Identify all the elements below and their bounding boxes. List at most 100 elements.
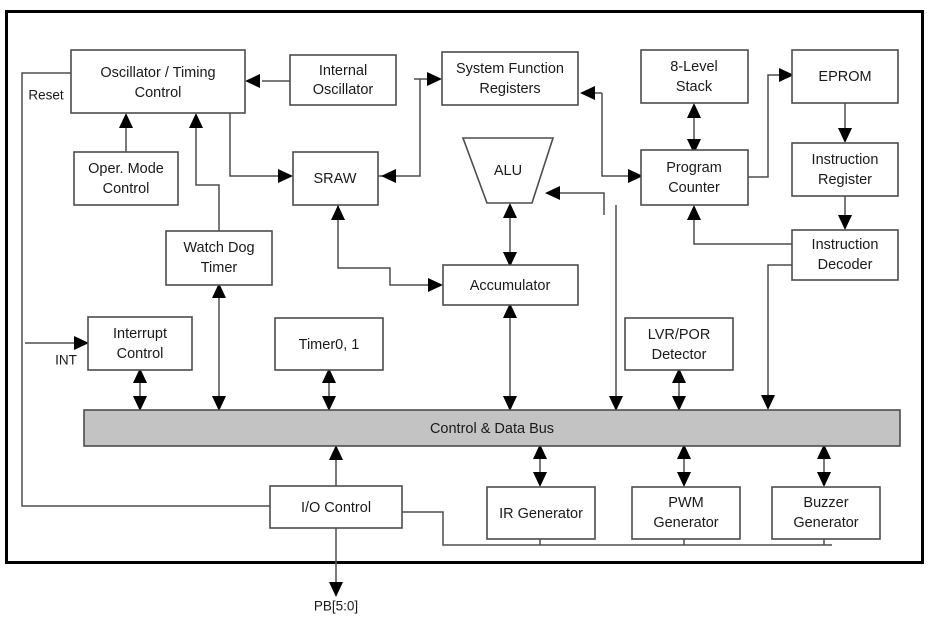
block-label-instruction-decoder-line1: Instruction (812, 237, 879, 253)
block-label-instruction-decoder-line2: Decoder (818, 257, 873, 273)
arrowhead-wdt-bus-up (212, 283, 226, 298)
block-label-interrupt-control-line2: Control (117, 346, 164, 362)
arrowhead-eprom-to-ir (838, 128, 852, 143)
block-eprom[interactable]: EPROM (791, 49, 899, 104)
arrowhead-pc-down (687, 139, 701, 154)
block-label-internal-oscillator-line1: Internal (319, 63, 367, 79)
wire-wdt-to-osc (195, 128, 220, 231)
arrowhead-timer-down (322, 396, 336, 411)
block-label-program-counter-line2: Counter (668, 180, 720, 196)
block-label-instruction-register-line1: Instruction (812, 152, 879, 168)
block-pwm-generator[interactable]: PWM Generator (631, 486, 741, 540)
arrowhead-id-to-pc (687, 205, 701, 220)
arrowhead-id-to-bus (761, 395, 775, 410)
arrowhead-buzzer-down (817, 472, 831, 487)
arrowhead-timer-up (322, 368, 336, 383)
block-instruction-register[interactable]: Instruction Register (791, 142, 899, 197)
wire-pc-feed (601, 93, 628, 177)
arrowhead-pc-to-eprom (779, 68, 794, 82)
block-lvr-por-detector[interactable]: LVR/POR Detector (624, 317, 734, 371)
arrowhead-ir-down (533, 472, 547, 487)
block-label-oper-mode-control-line1: Oper. Mode (88, 161, 164, 177)
wire-id-to-bus (767, 264, 792, 395)
block-label-io-control: I/O Control (301, 500, 371, 516)
signal-label-pb-port: PB[5:0] (314, 599, 358, 614)
arrowhead-pwm-down (677, 472, 691, 487)
arrowhead-lvr-up (672, 368, 686, 383)
block-oper-mode-control[interactable]: Oper. Mode Control (73, 151, 179, 206)
arrowhead-sfr-left-in (427, 72, 442, 86)
diagram-outer-frame (5, 10, 924, 564)
block-io-control[interactable]: I/O Control (269, 485, 403, 529)
block-internal-oscillator[interactable]: Internal Oscillator (289, 54, 397, 106)
block-ir-generator[interactable]: IR Generator (486, 486, 596, 540)
wire-layer (21, 66, 852, 597)
block-label-pwm-generator-line2: Generator (653, 515, 718, 531)
block-interrupt-control[interactable]: Interrupt Control (87, 316, 193, 371)
arrowhead-osc-to-sraw (278, 169, 293, 183)
arrowhead-pwm-up (677, 444, 691, 459)
wire-pc-to-eprom (748, 74, 779, 178)
arrowhead-to-accumulator (428, 278, 443, 292)
signal-label-reset: Reset (28, 88, 64, 103)
block-control-data-bus[interactable]: Control & Data Bus (83, 409, 901, 447)
block-label-program-counter-line1: Program (666, 160, 722, 176)
block-label-timer0-1: Timer0, 1 (299, 337, 360, 353)
block-timer0-1[interactable]: Timer0, 1 (274, 317, 384, 371)
wire-osc-to-sraw (229, 113, 278, 177)
arrowhead-alu-up (503, 203, 517, 218)
arrowhead-pc-to-sfr (580, 86, 595, 100)
block-oscillator-timing-control[interactable]: Oscillator / Timing Control (70, 49, 246, 114)
block-program-counter[interactable]: Program Counter (640, 149, 749, 206)
arrowhead-wdt-to-osc (189, 113, 203, 128)
block-buzzer-generator[interactable]: Buzzer Generator (771, 486, 881, 540)
wire-sraw-acc-a (337, 205, 428, 286)
block-label-system-function-registers-line1: System Function (456, 61, 564, 77)
block-label-alu: ALU (494, 163, 522, 179)
block-label-accumulator: Accumulator (470, 278, 551, 294)
arrowhead-io-to-pb (329, 582, 343, 597)
arrowhead-wdt-bus-down (212, 396, 226, 411)
arrowhead-acc-bus-down (503, 396, 517, 411)
arrowhead-pccol-bus (609, 396, 623, 411)
block-eight-level-stack[interactable]: 8-Level Stack (640, 49, 749, 104)
block-label-control-data-bus: Control & Data Bus (430, 421, 554, 437)
arrowhead-acc-down (503, 252, 517, 267)
block-label-buzzer-generator-line1: Buzzer (803, 495, 848, 511)
arrowhead-ir-to-id (838, 215, 852, 230)
arrowhead-opermode-to-osc (119, 113, 133, 128)
arrowhead-into-pc (628, 169, 643, 183)
block-system-function-registers[interactable]: System Function Registers (441, 51, 579, 106)
block-label-watch-dog-timer-line1: Watch Dog (183, 240, 254, 256)
block-label-sraw: SRAW (314, 171, 357, 187)
signal-label-int: INT (55, 353, 77, 368)
block-label-instruction-register-line2: Register (818, 172, 872, 188)
block-label-system-function-registers-line2: Registers (479, 81, 540, 97)
arrowhead-int (74, 336, 89, 350)
block-label-oscillator-timing-control-line1: Oscillator / Timing (100, 65, 215, 81)
block-alu[interactable]: ALU (461, 137, 555, 204)
block-label-internal-oscillator-line2: Oscillator (313, 82, 374, 98)
wire-id-to-pc (693, 217, 792, 245)
arrowhead-intosc-to-osc (245, 74, 260, 88)
block-label-pwm-generator-line1: PWM (668, 495, 703, 511)
block-accumulator[interactable]: Accumulator (442, 264, 579, 306)
arrowhead-intc-up (133, 368, 147, 383)
block-label-watch-dog-timer-line2: Timer (201, 260, 238, 276)
arrowhead-stack-up (687, 103, 701, 118)
arrowhead-buzzer-up (817, 444, 831, 459)
arrowhead-intc-down (133, 396, 147, 411)
arrowhead-sfr-to-sraw (381, 169, 396, 183)
arrowhead-acc-bus-up (503, 303, 517, 318)
block-label-eprom: EPROM (818, 69, 871, 85)
block-watch-dog-timer[interactable]: Watch Dog Timer (165, 230, 273, 286)
block-label-oscillator-timing-control-line2: Control (135, 85, 182, 101)
block-label-lvr-por-detector-line1: LVR/POR (648, 327, 711, 343)
block-sraw[interactable]: SRAW (292, 151, 379, 206)
arrowhead-to-alu (545, 186, 560, 200)
block-label-ir-generator: IR Generator (499, 506, 583, 522)
block-label-eight-level-stack-line1: 8-Level (670, 59, 718, 75)
block-instruction-decoder[interactable]: Instruction Decoder (791, 229, 899, 281)
arrowhead-io-to-bus (329, 445, 343, 460)
